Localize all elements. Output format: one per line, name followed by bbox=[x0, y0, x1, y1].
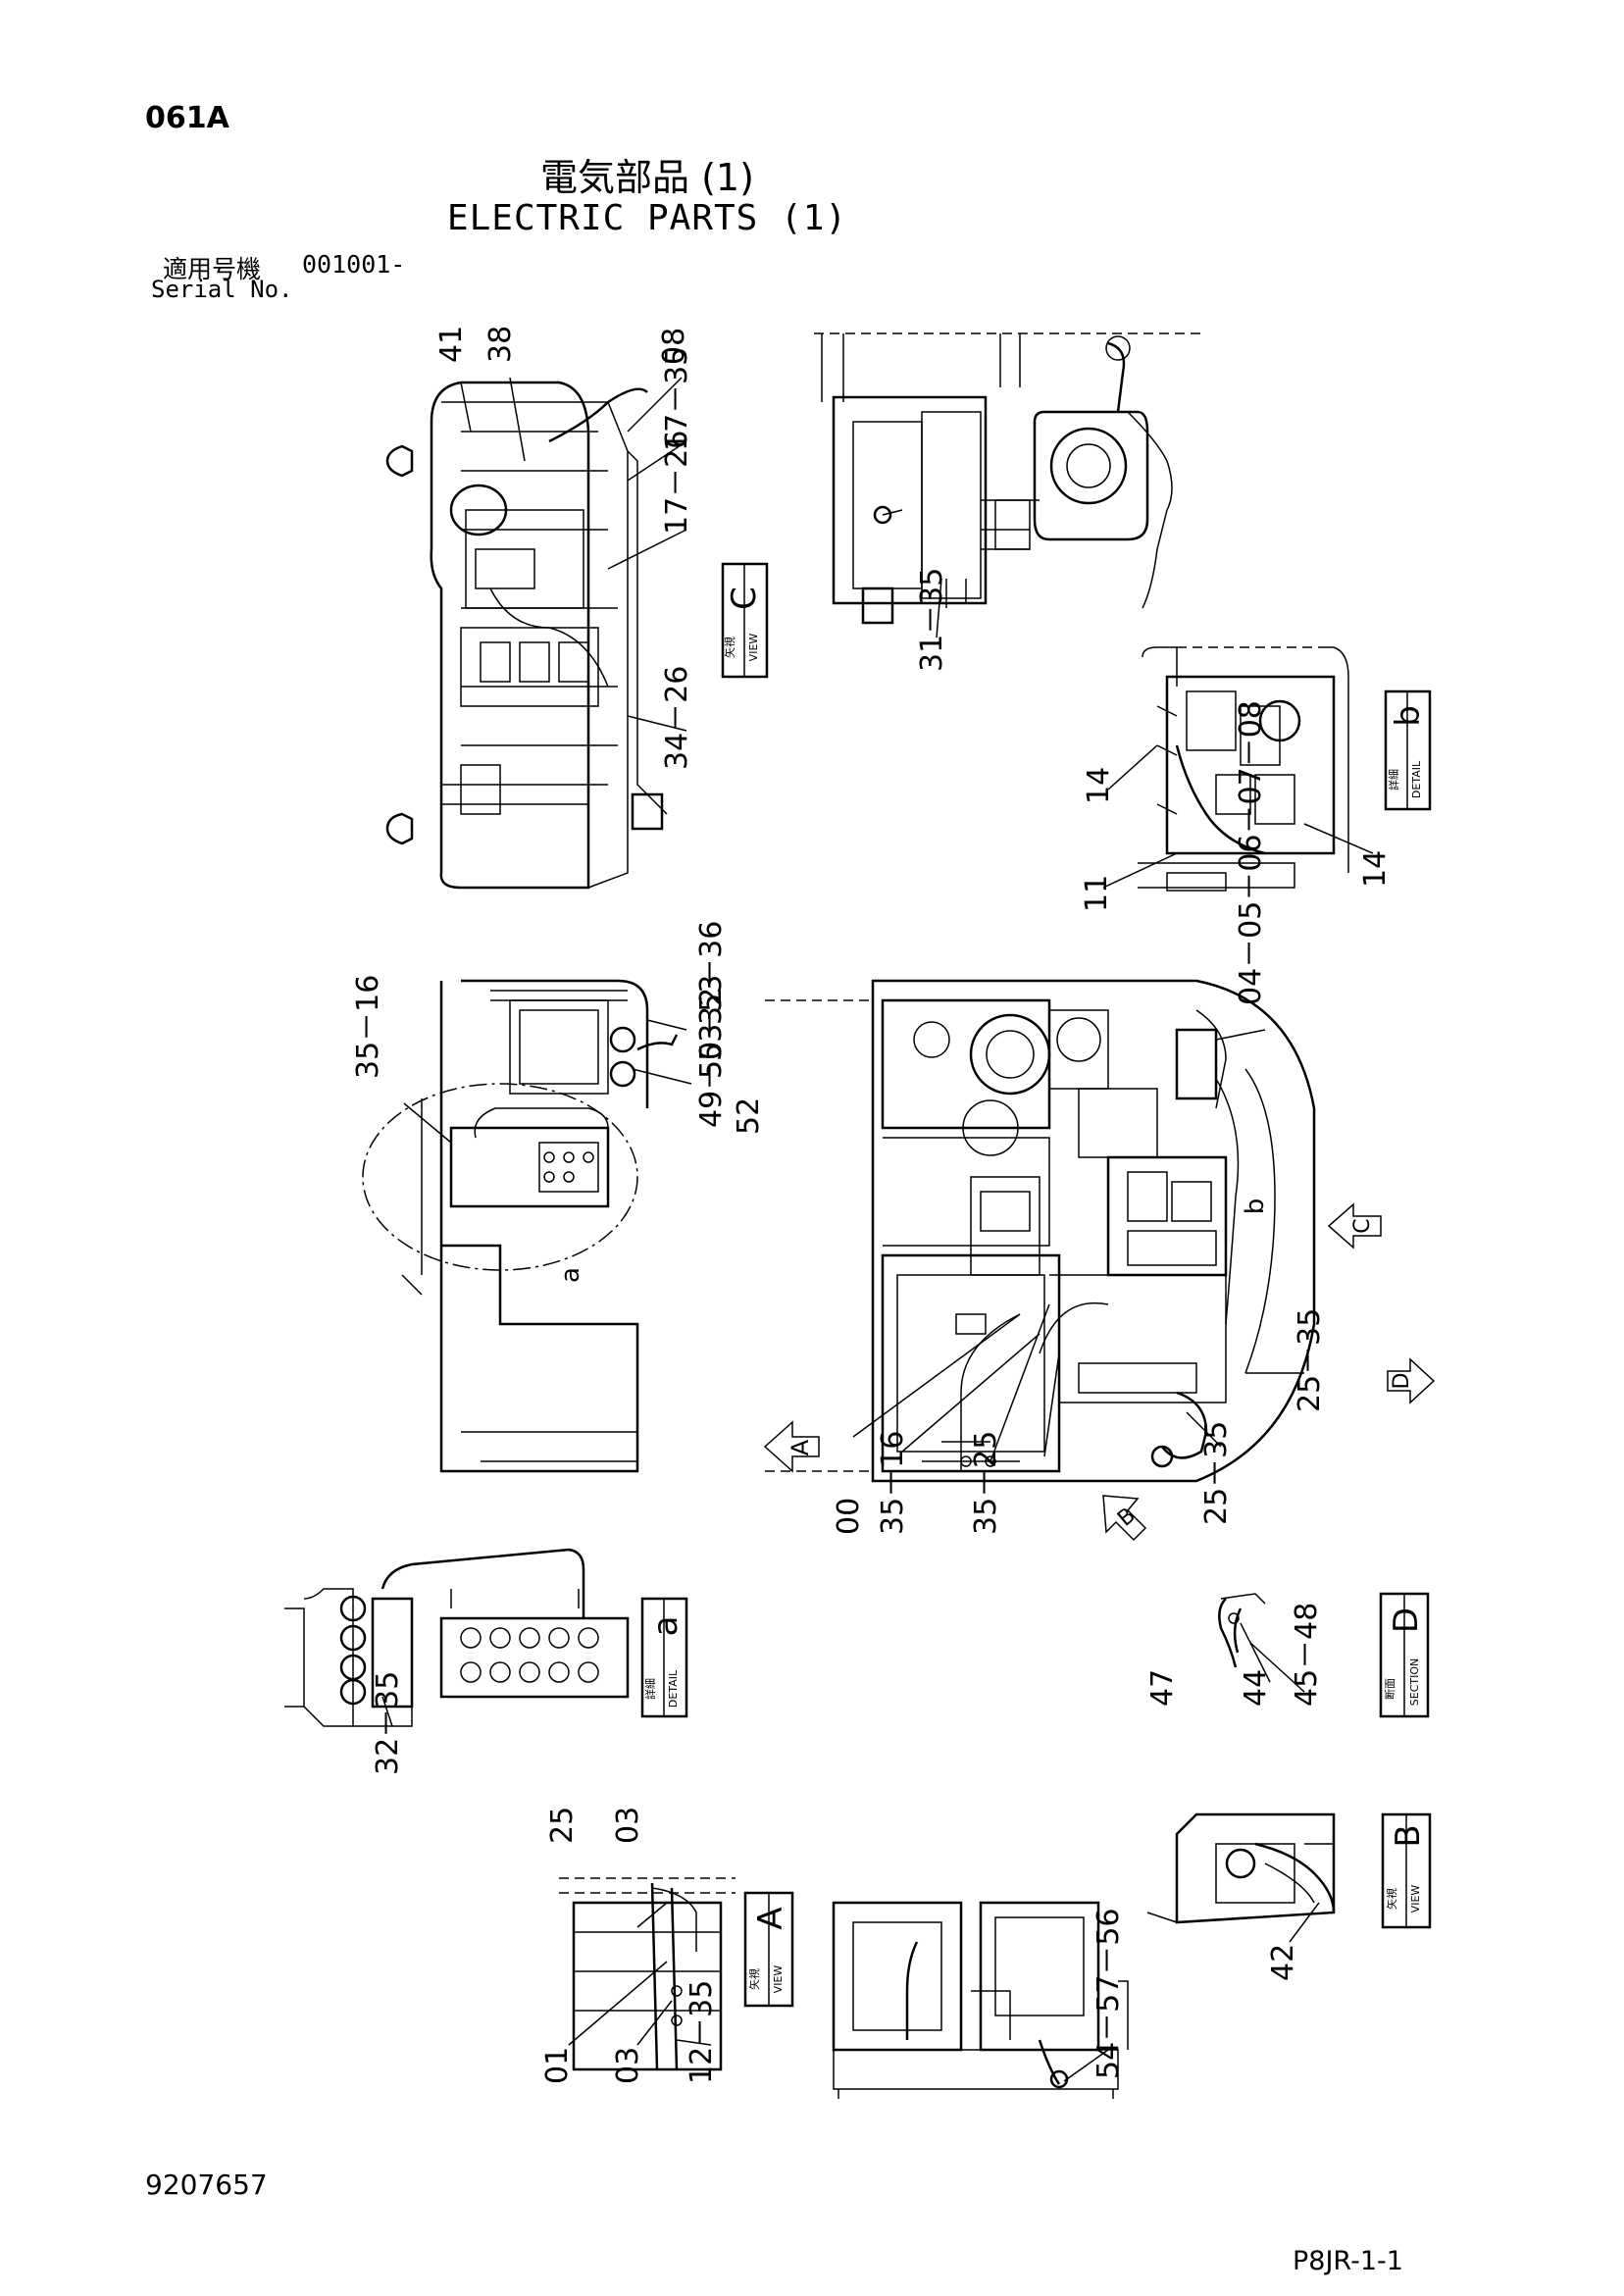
svg-text:VIEW: VIEW bbox=[747, 634, 760, 662]
svg-text:B: B bbox=[1389, 1824, 1428, 1847]
svg-text:DETAIL: DETAIL bbox=[667, 1669, 680, 1708]
view-label-a: A 矢視 VIEW bbox=[743, 1891, 794, 2008]
svg-text:A: A bbox=[751, 1907, 790, 1929]
serial-value: 001001- bbox=[302, 250, 406, 279]
section-d-drawing bbox=[1218, 1593, 1266, 1668]
svg-text:00: 00 bbox=[832, 1498, 866, 1535]
left-plan-drawing bbox=[362, 979, 679, 1473]
svg-text:35－16: 35－16 bbox=[876, 1431, 910, 1535]
page-code: P8JR-1-1 bbox=[1293, 2246, 1403, 2276]
svg-text:11: 11 bbox=[1080, 875, 1114, 912]
svg-text:詳細: 詳細 bbox=[1387, 769, 1400, 791]
svg-text:32－35: 32－35 bbox=[371, 1671, 405, 1775]
leader-lines bbox=[381, 377, 1374, 2082]
svg-text:C: C bbox=[1350, 1218, 1375, 1233]
arrow-c: C bbox=[1327, 1202, 1382, 1250]
svg-text:47: 47 bbox=[1145, 1669, 1180, 1707]
svg-text:矢視: 矢視 bbox=[723, 637, 736, 658]
svg-text:38: 38 bbox=[483, 326, 518, 363]
callouts: 41 38 08 17－35 17－26 34－26 31－35 14 11 1… bbox=[351, 326, 1393, 2084]
svg-text:VIEW: VIEW bbox=[772, 1965, 785, 1994]
svg-text:35－16: 35－16 bbox=[351, 975, 385, 1079]
svg-text:17－35: 17－35 bbox=[660, 347, 694, 451]
svg-text:断面: 断面 bbox=[1383, 1678, 1396, 1700]
svg-text:b: b bbox=[1389, 705, 1428, 727]
svg-text:03: 03 bbox=[611, 1807, 645, 1844]
svg-text:54－57－56: 54－57－56 bbox=[1091, 1908, 1126, 2079]
view-b-drawing bbox=[1146, 1812, 1336, 1924]
svg-text:35－25: 35－25 bbox=[969, 1431, 1003, 1535]
svg-text:01: 01 bbox=[540, 2047, 575, 2084]
drawing-code: 061A bbox=[145, 101, 229, 135]
svg-text:44: 44 bbox=[1239, 1669, 1273, 1707]
svg-text:DETAIL: DETAIL bbox=[1410, 760, 1423, 798]
main-plan-drawing bbox=[765, 979, 1316, 1483]
view-label-b: B 矢視 VIEW bbox=[1381, 1812, 1432, 1929]
svg-text:45－48: 45－48 bbox=[1290, 1603, 1324, 1707]
view-label-d-section: D 断面 SECTION bbox=[1379, 1592, 1430, 1718]
svg-text:a: a bbox=[646, 1616, 685, 1637]
serial-label-jp: 適用号機 bbox=[163, 255, 262, 283]
svg-text:a: a bbox=[556, 1267, 585, 1283]
svg-text:A: A bbox=[787, 1439, 814, 1455]
view-c-drawing bbox=[385, 381, 668, 890]
svg-text:D: D bbox=[1387, 1607, 1426, 1633]
svg-text:b: b bbox=[1241, 1199, 1270, 1215]
serial-label-en: Serial No. bbox=[151, 276, 293, 303]
svg-text:SECTION: SECTION bbox=[1408, 1658, 1421, 1706]
svg-text:C: C bbox=[725, 587, 764, 610]
svg-text:25－35: 25－35 bbox=[1199, 1421, 1234, 1525]
rear-view-drawing bbox=[832, 1901, 1129, 2099]
svg-text:B: B bbox=[1113, 1504, 1141, 1532]
page-title-jp: 電気部品 (1) bbox=[540, 156, 754, 199]
svg-text:詳細: 詳細 bbox=[643, 1678, 657, 1700]
svg-text:25－35: 25－35 bbox=[1293, 1308, 1327, 1412]
svg-text:25: 25 bbox=[545, 1807, 580, 1844]
arrow-b: B bbox=[1102, 1495, 1147, 1542]
svg-text:03: 03 bbox=[611, 2047, 645, 2084]
svg-text:42: 42 bbox=[1266, 1944, 1300, 1981]
svg-text:50－53: 50－53 bbox=[694, 975, 729, 1079]
svg-text:04－05－06－07－08: 04－05－06－07－08 bbox=[1234, 700, 1268, 1005]
detail-mark-b: b bbox=[1241, 1199, 1270, 1215]
svg-text:矢視: 矢視 bbox=[747, 1968, 761, 1990]
svg-text:32－36: 32－36 bbox=[694, 921, 729, 1025]
svg-text:31－35: 31－35 bbox=[915, 568, 949, 672]
svg-text:17－26: 17－26 bbox=[660, 431, 694, 535]
arrow-d: D bbox=[1387, 1357, 1436, 1404]
document-number: 9207657 bbox=[145, 2168, 268, 2201]
side-view-drawing bbox=[814, 332, 1206, 625]
view-label-b-detail: b 詳細 DETAIL bbox=[1384, 689, 1432, 811]
svg-text:34－26: 34－26 bbox=[660, 666, 694, 770]
view-a-drawing bbox=[559, 1877, 736, 2071]
view-label-c: C 矢視 VIEW bbox=[721, 562, 769, 679]
detail-b-drawing bbox=[1138, 646, 1349, 892]
svg-text:41: 41 bbox=[434, 326, 469, 363]
svg-text:矢視: 矢視 bbox=[1385, 1888, 1398, 1910]
svg-text:14: 14 bbox=[1082, 767, 1116, 804]
svg-text:12－35: 12－35 bbox=[685, 1980, 719, 2084]
svg-text:14: 14 bbox=[1358, 850, 1393, 888]
arrow-a: A bbox=[763, 1420, 820, 1473]
view-label-a-detail: a 詳細 DETAIL bbox=[640, 1597, 688, 1718]
svg-text:D: D bbox=[1390, 1373, 1414, 1390]
svg-text:08: 08 bbox=[657, 328, 691, 365]
svg-text:52: 52 bbox=[732, 1097, 766, 1135]
page-title-en: ELECTRIC PARTS (1) bbox=[446, 198, 848, 238]
svg-text:49－53: 49－53 bbox=[694, 1024, 729, 1128]
svg-text:VIEW: VIEW bbox=[1409, 1885, 1422, 1913]
detail-a-drawing bbox=[284, 1548, 630, 1727]
detail-mark-a: a bbox=[556, 1267, 585, 1283]
